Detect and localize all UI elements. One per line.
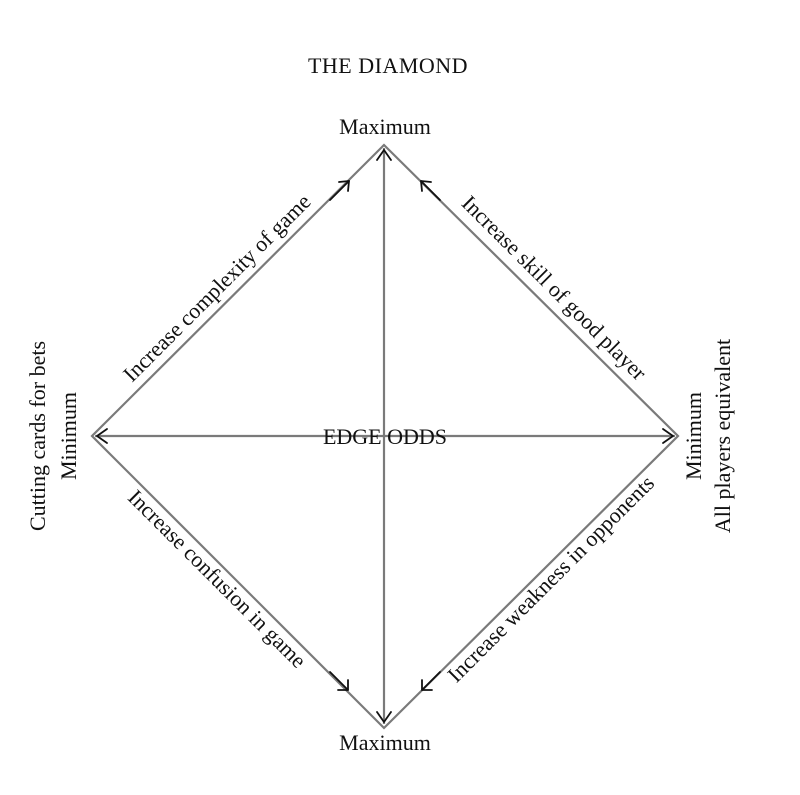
diagram-title: THE DIAMOND [308,53,468,78]
arrowhead-up-icon [376,149,392,161]
upper-right-edge-label: Increase skill of good player [457,190,652,385]
center-label: EDGE ODDS [323,424,447,449]
left-vertex-label: Minimum [56,392,81,480]
top-vertex-label: Maximum [339,114,431,139]
lower-right-edge-label: Increase weakness in opponents [442,470,659,687]
upper-left-edge-label: Increase complexity of game [118,189,316,387]
right-vertex-description: All players equivalent [710,339,735,533]
bottom-vertex-label: Maximum [339,730,431,755]
edge-arrow-upper-right [420,180,441,201]
lower-left-edge-label: Increase confusion in game [123,485,311,673]
edge-arrow-lower-right [421,671,441,691]
edge-arrow-upper-left [329,180,350,201]
arrowhead-down-icon [376,711,392,723]
arrowhead-right-icon [662,428,674,444]
edge-arrow-lower-left [329,671,349,691]
arrowhead-left-icon [96,428,108,444]
diamond-outline [90,143,680,730]
left-vertex-description: Cutting cards for bets [25,341,50,531]
right-vertex-label: Minimum [681,392,706,480]
